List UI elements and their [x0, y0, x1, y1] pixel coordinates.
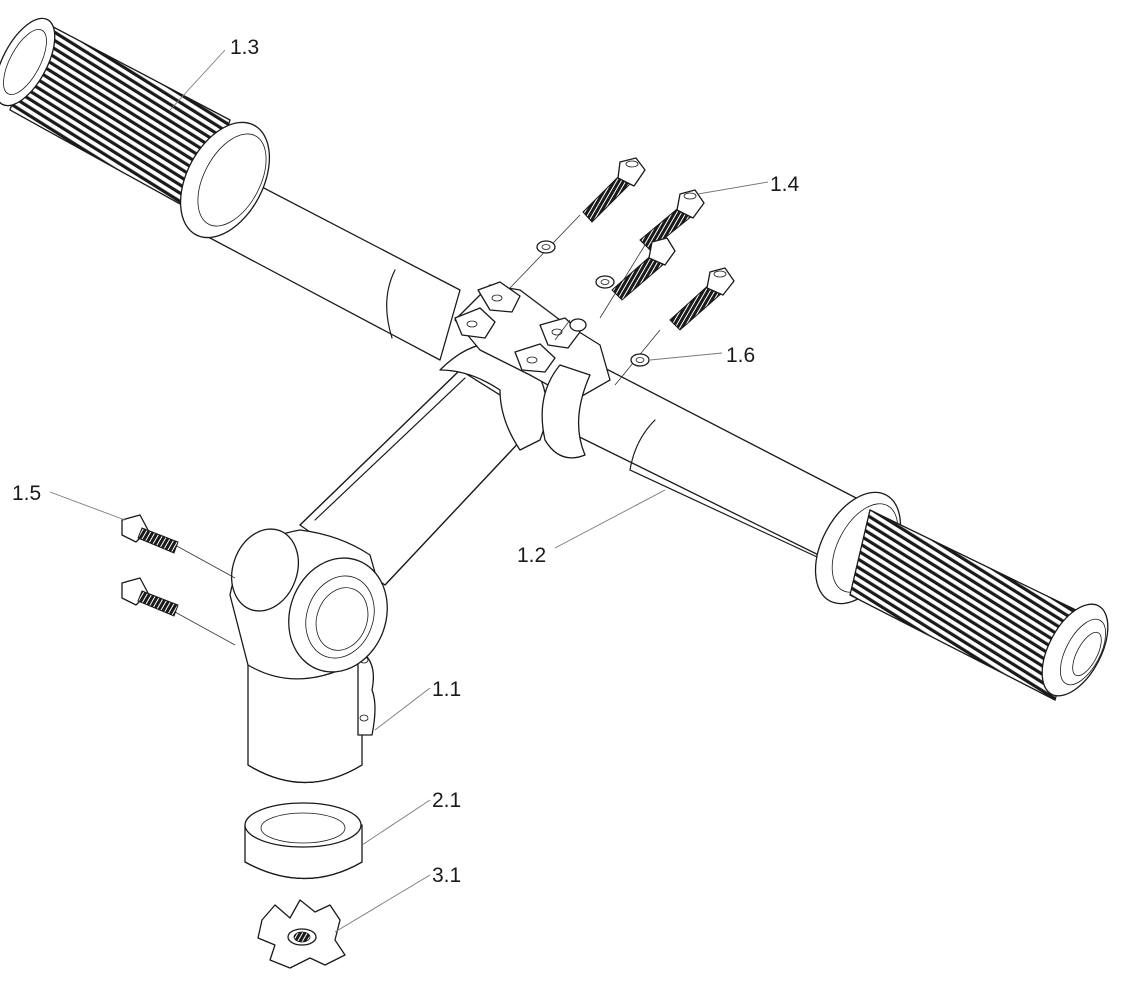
callout-3-1: 3.1	[432, 864, 461, 887]
callout-1-1: 1.1	[432, 678, 461, 701]
leader-lines	[49, 49, 769, 933]
star-nut	[257, 899, 346, 969]
handlebar-tube	[194, 159, 861, 571]
clamp-bolts	[509, 157, 735, 386]
callout-1-3: 1.3	[230, 36, 259, 59]
callout-1-2: 1.2	[517, 544, 546, 567]
callout-1-6: 1.6	[726, 344, 755, 367]
right-grip	[814, 491, 1109, 701]
stem-clamp	[454, 281, 611, 459]
callout-2-1: 2.1	[432, 789, 461, 812]
steerer-clamp	[229, 528, 388, 784]
callout-1-5: 1.5	[12, 482, 41, 505]
callout-labels: 1.3 1.4 1.6 1.5 1.2 1.1 2.1 3.1	[12, 36, 800, 887]
spacer-ring	[244, 802, 363, 880]
left-grip	[0, 17, 271, 239]
steerer-bolts	[121, 514, 236, 646]
callout-1-4: 1.4	[770, 173, 800, 196]
